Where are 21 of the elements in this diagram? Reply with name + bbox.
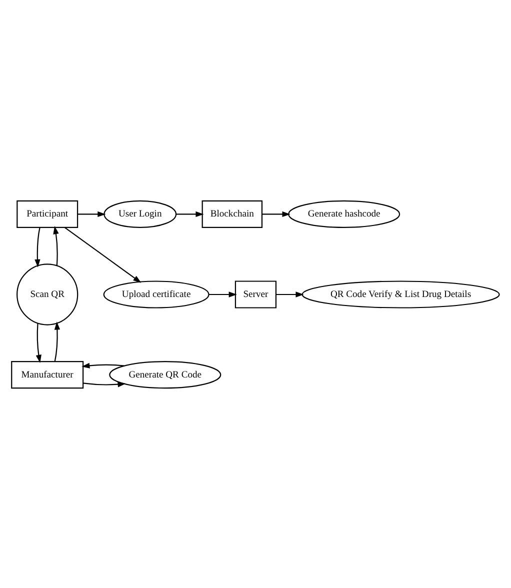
arrow: [78, 210, 106, 217]
arrow: [262, 210, 290, 217]
node-circle: Scan QR: [16, 263, 78, 325]
node-ellipse: User Login: [104, 200, 177, 228]
node-box: Server: [234, 280, 277, 308]
arrow: [83, 381, 126, 387]
arrow: [34, 227, 40, 267]
arrow: [36, 322, 42, 362]
arrow: [208, 291, 237, 297]
arrow: [176, 210, 204, 217]
arrow: [53, 225, 59, 266]
node-ellipse: QR Code Verify & List Drug Details: [302, 280, 500, 308]
node-box: Blockchain: [202, 200, 263, 228]
node-box: Manufacturer: [11, 360, 84, 388]
arrow: [64, 226, 142, 282]
node-ellipse: Generate hashcode: [288, 200, 400, 228]
arrow: [276, 291, 304, 297]
arrow: [82, 362, 124, 368]
node-box: Participant: [16, 200, 78, 228]
node-ellipse: Upload certificate: [103, 280, 210, 308]
arrow: [54, 321, 60, 361]
